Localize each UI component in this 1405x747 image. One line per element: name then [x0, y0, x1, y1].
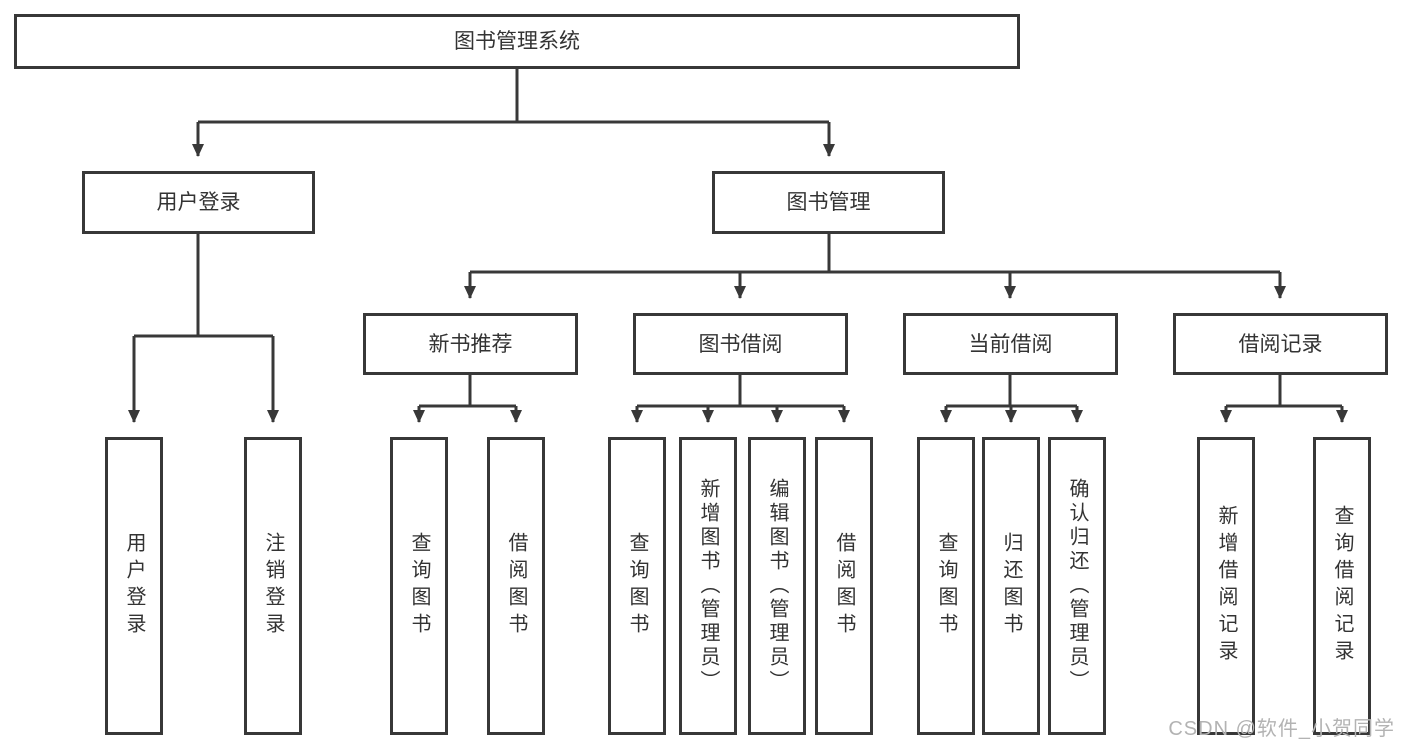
watermark: CSDN @软件_小贺同学: [1168, 718, 1395, 740]
leaf-add-books-admin: 新增图书（管理员）: [679, 437, 737, 735]
leaf-logout-login: 注销登录: [244, 437, 302, 735]
leaf-query-books-current: 查询图书: [917, 437, 975, 735]
leaf-add-borrow-record: 新增借阅记录: [1197, 437, 1255, 735]
node-user-login: 用户登录: [82, 171, 315, 234]
leaf-borrow-books-recommend: 借阅图书: [487, 437, 545, 735]
node-root-system: 图书管理系统: [14, 14, 1020, 69]
node-book-management: 图书管理: [712, 171, 945, 234]
leaf-return-books: 归还图书: [982, 437, 1040, 735]
node-book-borrowing: 图书借阅: [633, 313, 848, 375]
leaf-edit-books-admin: 编辑图书（管理员）: [748, 437, 806, 735]
leaf-user-login: 用户登录: [105, 437, 163, 735]
leaf-query-books-borrowing: 查询图书: [608, 437, 666, 735]
node-borrowing-records: 借阅记录: [1173, 313, 1388, 375]
leaf-query-books-recommend: 查询图书: [390, 437, 448, 735]
leaf-borrow-books-borrowing: 借阅图书: [815, 437, 873, 735]
leaf-query-borrow-record: 查询借阅记录: [1313, 437, 1371, 735]
node-current-borrowing: 当前借阅: [903, 313, 1118, 375]
leaf-confirm-return-admin: 确认归还（管理员）: [1048, 437, 1106, 735]
node-new-book-recommend: 新书推荐: [363, 313, 578, 375]
